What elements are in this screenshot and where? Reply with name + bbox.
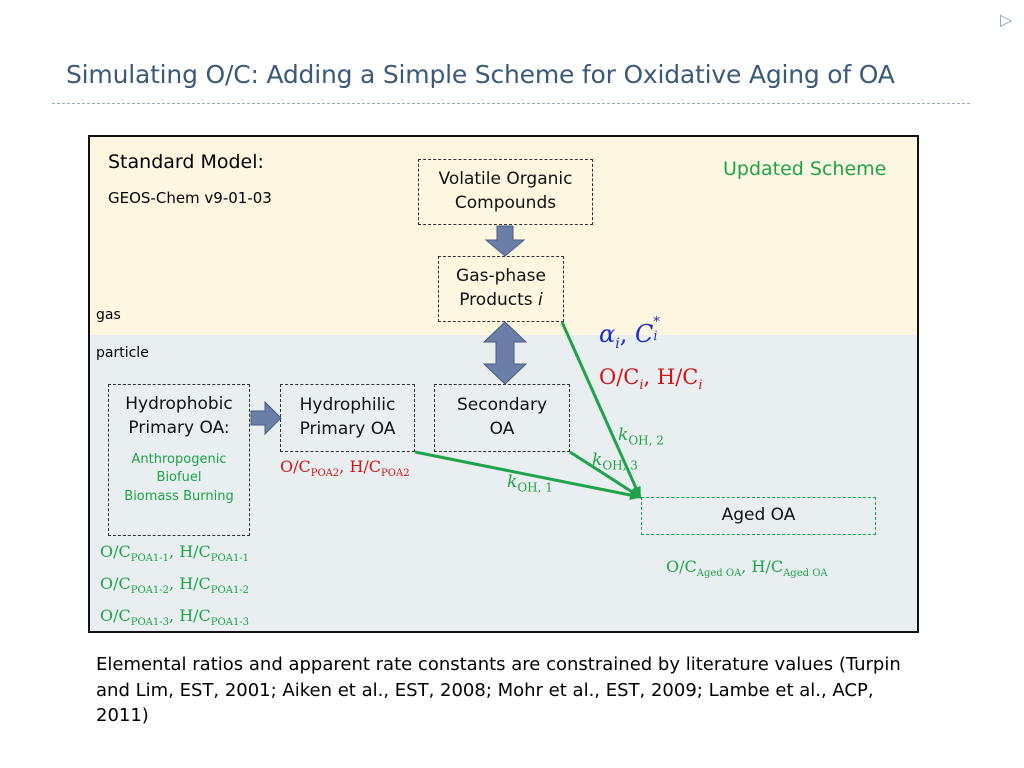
- source-list: Anthropogenic Biofuel Biomass Burning: [124, 451, 233, 508]
- k2-symbol: k: [618, 425, 629, 445]
- page-title: Simulating O/C: Adding a Simple Scheme f…: [66, 60, 895, 89]
- aged-hc-sub: Aged OA: [783, 568, 828, 580]
- gas-products-line1: Gas-phase: [456, 266, 546, 287]
- poa2-sep: ,: [339, 457, 345, 476]
- hydrophilic-line1: Hydrophilic: [299, 395, 396, 416]
- poa1-2-oc: O/C: [100, 574, 131, 593]
- aged-oa-ratios: O/CAged OA, H/CAged OA: [666, 557, 828, 579]
- poa1-2-oc-sub: POA1-2: [130, 585, 170, 597]
- poa1-2-sep: ,: [169, 574, 175, 593]
- poa2-oc-sub: POA2: [310, 468, 340, 480]
- poa1-1-oc-sub: POA1-1: [130, 553, 170, 565]
- poa1-1-oc: O/C: [100, 542, 131, 561]
- standard-model-label: Standard Model:: [108, 151, 264, 173]
- k3-symbol: k: [592, 450, 603, 470]
- k2-sub: OH, 2: [628, 433, 664, 448]
- gp-oc-sub: i: [639, 378, 644, 394]
- hydrophilic-line2: Primary OA: [299, 419, 396, 439]
- updated-scheme-label: Updated Scheme: [723, 158, 887, 180]
- yield-comma: ,: [619, 320, 628, 348]
- poa2-oc: O/C: [280, 457, 311, 476]
- poa2-ratios: O/CPOA2, H/CPOA2: [280, 457, 410, 479]
- c-subsup: *i: [653, 315, 660, 345]
- poa1-1-hc: H/C: [179, 542, 211, 561]
- poa1-3-sep: ,: [169, 606, 175, 625]
- gp-oc: O/C: [599, 365, 640, 389]
- k-oh-3-label: kOH, 3: [592, 450, 638, 472]
- gas-products-box: Gas-phase Products i: [438, 256, 564, 322]
- k1-sub: OH, 1: [517, 480, 553, 495]
- aged-oc-sub: Aged OA: [696, 568, 742, 580]
- poa2-hc-sub: POA2: [381, 468, 410, 480]
- alpha-symbol: α: [599, 320, 616, 348]
- gas-products-line2: Products: [459, 290, 533, 310]
- diagram-frame: [88, 135, 919, 633]
- poa1-2-hc-sub: POA1-2: [210, 585, 250, 597]
- voc-box: Volatile Organic Compounds: [418, 159, 593, 225]
- hydrophobic-line1: Hydrophobic: [125, 394, 233, 414]
- voc-line1: Volatile Organic: [438, 169, 573, 190]
- block-arrow-down-icon: [484, 225, 526, 257]
- yield-parameters: αi, C*i: [599, 315, 660, 352]
- arrow-k-oh-1: [414, 450, 642, 500]
- particle-label: particle: [96, 345, 149, 361]
- arrow-k-oh-3: [569, 450, 642, 499]
- aged-oc: O/C: [666, 557, 697, 576]
- hydrophobic-line2: Primary OA:: [128, 417, 230, 438]
- poa1-1-hc-sub: POA1-1: [210, 553, 250, 565]
- aged-hc: H/C: [751, 557, 784, 576]
- voc-line2: Compounds: [454, 193, 557, 213]
- block-arrow-double-icon: [482, 321, 528, 385]
- poa1-2-ratios: O/CPOA1-2, H/CPOA1-2: [100, 574, 249, 596]
- poa1-1-sep: ,: [169, 542, 175, 561]
- caption-text: Elemental ratios and apparent rate const…: [96, 654, 901, 727]
- gp-hc-sub: i: [698, 378, 703, 394]
- k-oh-1-label: kOH, 1: [507, 472, 553, 494]
- source-biofuel: Biofuel: [156, 470, 202, 486]
- secondary-oa-box: Secondary OA: [434, 384, 570, 452]
- poa1-3-hc-sub: POA1-3: [210, 617, 250, 629]
- k1-symbol: k: [507, 472, 518, 492]
- hydrophobic-poa-box: Hydrophobic Primary OA: Anthropogenic Bi…: [108, 384, 250, 536]
- poa1-3-oc-sub: POA1-3: [130, 617, 170, 629]
- alpha-sub: i: [615, 335, 620, 352]
- k-oh-2-label: kOH, 2: [618, 425, 664, 447]
- c-symbol: C: [634, 320, 654, 348]
- source-anthropogenic: Anthropogenic: [131, 451, 227, 467]
- c-sub: i: [653, 329, 658, 345]
- poa2-hc: H/C: [349, 457, 382, 476]
- poa1-3-oc: O/C: [100, 606, 131, 625]
- c-sup: *: [653, 315, 660, 330]
- k3-sub: OH, 3: [602, 458, 638, 473]
- source-biomass-burning: Biomass Burning: [124, 489, 234, 505]
- secondary-line1: Secondary: [456, 395, 548, 416]
- aged-oa-label: Aged OA: [721, 505, 796, 526]
- aged-sep: ,: [741, 557, 747, 576]
- slide-corner-icon: ▷: [1000, 10, 1013, 29]
- poa1-1-ratios: O/CPOA1-1, H/CPOA1-1: [100, 542, 249, 564]
- poa1-3-ratios: O/CPOA1-3, H/CPOA1-3: [100, 606, 249, 628]
- block-arrow-right-icon: [250, 400, 282, 436]
- aged-oa-box: Aged OA: [641, 497, 876, 535]
- arrow-k-oh-2: [560, 321, 642, 499]
- title-divider: [52, 103, 970, 104]
- gas-products-line2-wrap: Products i: [459, 289, 543, 313]
- poa1-3-hc: H/C: [179, 606, 211, 625]
- gp-sep: ,: [643, 365, 651, 389]
- poa1-2-hc: H/C: [179, 574, 211, 593]
- secondary-line2: OA: [489, 419, 515, 439]
- gas-product-ratios: O/Ci, H/Ci: [599, 365, 703, 393]
- gas-label: gas: [96, 307, 121, 323]
- gas-products-index: i: [538, 290, 543, 310]
- gp-hc: H/C: [656, 365, 699, 389]
- model-version-label: GEOS-Chem v9-01-03: [108, 189, 272, 207]
